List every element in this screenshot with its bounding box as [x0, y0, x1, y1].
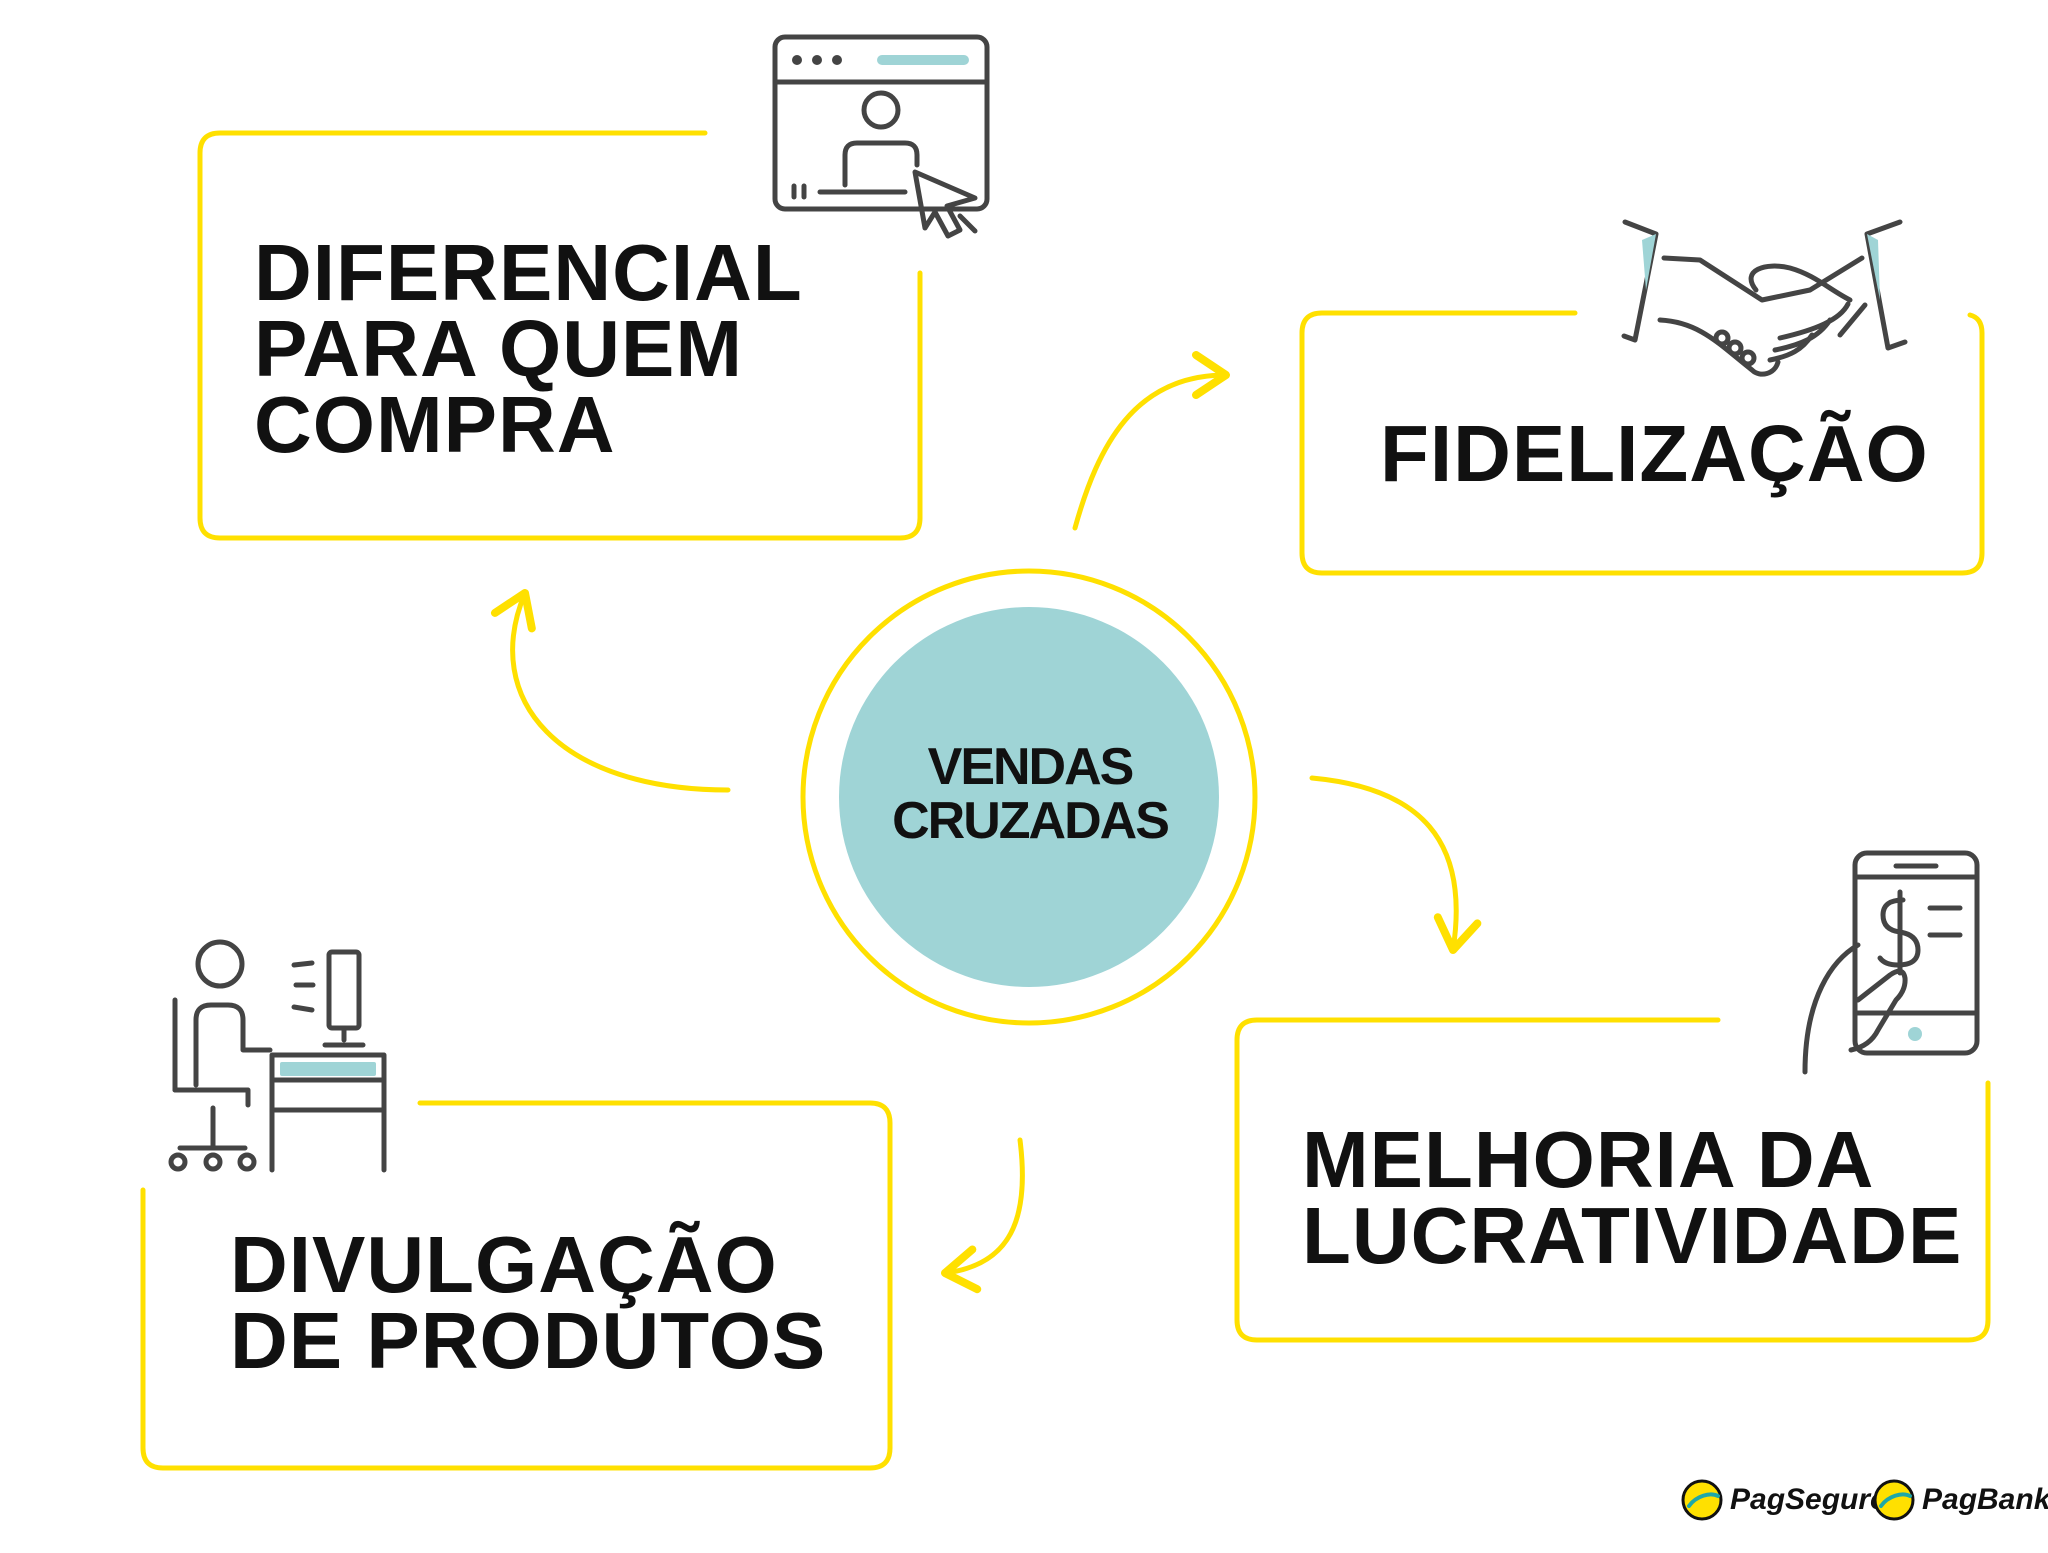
- box-differential-frame: [197, 130, 923, 541]
- pagbank-brand: PagBank: [1872, 1478, 2048, 1522]
- browser-user-cursor-icon: [772, 34, 990, 239]
- arrow-to-promotion: [941, 1137, 1025, 1294]
- box-loyalty-frame: [1299, 310, 1985, 576]
- loyalty-title: FIDELIZAÇÃO: [1380, 409, 1929, 498]
- promotion-title: DIVULGAÇÃO DE PRODUTOS: [230, 1220, 827, 1385]
- box-promotion-frame: [140, 1100, 893, 1471]
- profitability-title: MELHORIA DA LUCRATIVIDADE: [1302, 1115, 1963, 1280]
- handshake-icon: [1621, 219, 1908, 377]
- pagseguro-label: PagSeguro: [1730, 1483, 1889, 1516]
- pagseguro-brand: PagSeguro: [1680, 1478, 1888, 1522]
- person-at-desk-computer-icon: [168, 939, 387, 1173]
- center-outer-ring: [800, 568, 1258, 1026]
- pagseguro-logo-icon: [1681, 1479, 1723, 1521]
- phone-payment-hand-icon: [1802, 850, 1980, 1075]
- differential-title: DIFERENCIAL PARA QUEM COMPRA: [254, 228, 803, 469]
- box-profitability-frame: [1234, 1017, 1991, 1343]
- pagbank-logo-icon: [1873, 1479, 1915, 1521]
- arrow-to-profitability: [1309, 775, 1482, 954]
- center-teal-disc: [839, 607, 1219, 987]
- pagbank-label: PagBank: [1922, 1483, 2048, 1516]
- arrow-to-differential: [490, 589, 731, 793]
- center-label: VENDAS CRUZADAS: [892, 738, 1170, 850]
- arrow-to-loyalty: [1072, 351, 1230, 531]
